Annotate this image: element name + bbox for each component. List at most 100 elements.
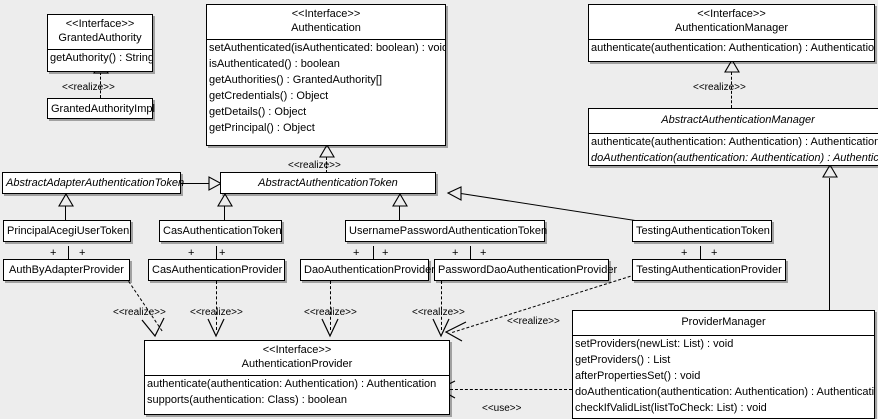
class-box-abstract-authentication-token[interactable]: AbstractAuthenticationToken — [220, 172, 436, 194]
generalization-triangle-adaptertoken — [58, 192, 74, 207]
divider-authentication-manager — [589, 39, 874, 40]
association-upat-daoprovider — [373, 246, 374, 260]
class-header-username-password-authentication-token: UsernamePasswordAuthenticationToken — [346, 221, 547, 243]
class-box-cas-authentication-provider[interactable]: CasAuthenticationProvider — [148, 259, 285, 281]
plus-castoken-left: + — [188, 247, 195, 259]
stereotype-authentication-provider: <<Interface>> — [262, 344, 332, 356]
open-arrow-realize-authbyadapter — [140, 314, 168, 342]
class-name-granted-authority: GrantedAuthority — [58, 32, 142, 44]
class-name-testing-authentication-token: TestingAuthenticationToken — [636, 225, 770, 237]
class-name-abstract-adapter-authentication-token: AbstractAdapterAuthenticationToken — [6, 177, 185, 189]
realization-daoauthenticationprovider — [330, 281, 331, 330]
members-authentication-manager: authenticate(authentication: Authenticat… — [589, 40, 874, 56]
generalization-triangle-abstracttoken-testing — [446, 185, 462, 201]
method-getcredentials: getCredentials() : Object — [209, 90, 329, 102]
divider-authentication — [207, 39, 445, 40]
class-box-abstract-authentication-manager[interactable]: AbstractAuthenticationManager authentica… — [588, 108, 878, 166]
class-box-granted-authority-impl[interactable]: GrantedAuthorityImpl — [47, 98, 155, 121]
divider-abstract-authentication-manager — [589, 133, 878, 134]
association-principalacegi-authbyadapter — [68, 246, 69, 260]
class-name-dao-authentication-provider: DaoAuthenticationProvider — [304, 264, 435, 276]
class-name-authentication-provider: AuthenticationProvider — [241, 358, 353, 370]
label-realize-testingauthenticationprovider: <<realize>> — [507, 316, 560, 327]
class-name-abstract-authentication-manager: AbstractAuthenticationManager — [661, 114, 815, 126]
class-box-authentication-provider[interactable]: <<Interface>> AuthenticationProvider aut… — [144, 340, 450, 415]
open-arrow-realize-passworddao — [428, 318, 456, 340]
generalization-triangle-authentication — [319, 143, 335, 158]
label-realize-abstractauthenticationmanager: <<realize>> — [693, 82, 746, 93]
generalization-principalacegi-line — [65, 205, 66, 220]
association-upat-passworddaoprovider — [470, 246, 471, 260]
divider-provider-manager — [573, 335, 874, 336]
realization-casauthenticationprovider — [216, 281, 217, 330]
class-name-principal-acegi-user-token: PrincipalAcegiUserToken — [7, 225, 130, 237]
class-header-granted-authority-impl: GrantedAuthorityImpl — [48, 99, 155, 121]
method-setproviders: setProviders(newList: List) : void — [575, 338, 734, 350]
members-granted-authority: getAuthority() : String — [48, 50, 152, 66]
method-getproviders: getProviders() : List — [575, 354, 671, 366]
generalization-triangle-authenticationmanager — [724, 58, 740, 73]
plus-testingtoken-left: + — [681, 247, 688, 259]
plus-upat-3: + — [452, 247, 459, 259]
generalization-triangle-abstractauthenticationtoken-left — [208, 176, 223, 191]
class-name-password-dao-authentication-provider: PasswordDaoAuthenticationProvider — [438, 264, 618, 276]
method-afterpropertiesset: afterPropertiesSet() : void — [575, 370, 701, 382]
plus-upat-4: + — [480, 247, 487, 259]
label-realize-daoauthenticationprovider: <<realize>> — [304, 307, 357, 318]
method-getauthorities: getAuthorities() : GrantedAuthority[] — [209, 74, 383, 86]
class-box-principal-acegi-user-token[interactable]: PrincipalAcegiUserToken — [3, 220, 131, 242]
plus-principalacegi-left: + — [50, 247, 57, 259]
realization-passworddaoauthenticationprovider — [441, 281, 442, 330]
label-realize-abstractauthenticationtoken: <<realize>> — [288, 160, 341, 171]
generalization-adaptertoken-line — [180, 183, 220, 184]
label-realize-authbyadapterprovider: <<realize>> — [113, 307, 166, 318]
class-name-auth-by-adapter-provider: AuthByAdapterProvider — [9, 264, 124, 276]
class-name-testing-authentication-provider: TestingAuthenticationProvider — [636, 264, 782, 276]
generalization-castoken-line — [224, 205, 225, 220]
class-box-username-password-authentication-token[interactable]: UsernamePasswordAuthenticationToken — [345, 220, 547, 243]
method-supports-provider: supports(authentication: Class) : boolea… — [147, 394, 347, 406]
class-name-provider-manager: ProviderManager — [681, 316, 766, 328]
plus-upat-1: + — [353, 247, 360, 259]
class-box-authentication-manager[interactable]: <<Interface>> AuthenticationManager auth… — [588, 4, 875, 62]
label-realize-grantedauthorityimpl: <<realize>> — [62, 82, 115, 93]
plus-principalacegi-right: + — [79, 247, 86, 259]
class-header-testing-authentication-token: TestingAuthenticationToken — [633, 221, 771, 243]
method-isauthenticated: isAuthenticated() : boolean — [209, 58, 340, 70]
stereotype-authentication: <<Interface>> — [291, 8, 361, 20]
dependency-providermanager-authenticationprovider — [450, 389, 572, 390]
class-box-abstract-adapter-authentication-token[interactable]: AbstractAdapterAuthenticationToken — [2, 172, 185, 194]
method-getdetails: getDetails() : Object — [209, 106, 307, 118]
class-box-granted-authority[interactable]: <<Interface>> GrantedAuthority getAuthor… — [47, 14, 153, 72]
divider-granted-authority — [48, 49, 152, 50]
method-getprincipal: getPrincipal() : Object — [209, 122, 315, 134]
generalization-triangle-abstracttoken-cas — [217, 192, 233, 207]
class-box-testing-authentication-token[interactable]: TestingAuthenticationToken — [632, 220, 772, 242]
class-header-abstract-authentication-token: AbstractAuthenticationToken — [221, 173, 435, 195]
class-header-provider-manager: ProviderManager — [573, 311, 874, 335]
class-box-cas-authentication-token[interactable]: CasAuthenticationToken — [159, 220, 282, 242]
method-checkifvalidlist: checkIfValidList(listToCheck: List) : vo… — [575, 402, 767, 414]
label-use-authenticationprovider: <<use>> — [482, 403, 522, 414]
class-box-dao-authentication-provider[interactable]: DaoAuthenticationProvider — [300, 259, 435, 281]
method-getauthority: getAuthority() : String — [50, 52, 152, 64]
members-authentication-provider: authenticate(authentication: Authenticat… — [145, 376, 449, 408]
class-header-testing-authentication-provider: TestingAuthenticationProvider — [633, 260, 785, 282]
plus-testingtoken-right: + — [711, 247, 718, 259]
members-authentication: setAuthenticated(isAuthenticated: boolea… — [207, 40, 445, 136]
class-header-authentication-manager: <<Interface>> AuthenticationManager — [589, 5, 874, 39]
class-name-abstract-authentication-token: AbstractAuthenticationToken — [258, 177, 398, 189]
label-realize-casauthenticationprovider: <<realize>> — [190, 307, 243, 318]
class-box-testing-authentication-provider[interactable]: TestingAuthenticationProvider — [632, 259, 786, 281]
class-header-authentication-provider: <<Interface>> AuthenticationProvider — [145, 341, 449, 375]
open-arrow-realize-dao — [317, 318, 345, 340]
method-doauthentication-provider-manager: doAuthentication(authentication: Authent… — [575, 386, 874, 398]
method-setauthenticated: setAuthenticated(isAuthenticated: boolea… — [209, 42, 445, 54]
realization-grantedauthorityimpl — [100, 72, 101, 98]
class-box-provider-manager[interactable]: ProviderManager setProviders(newList: Li… — [572, 310, 875, 419]
class-header-cas-authentication-provider: CasAuthenticationProvider — [149, 260, 284, 282]
class-box-authentication[interactable]: <<Interface>> Authentication setAuthenti… — [206, 4, 446, 146]
class-box-password-dao-authentication-provider[interactable]: PasswordDaoAuthenticationProvider — [434, 259, 618, 281]
class-box-auth-by-adapter-provider[interactable]: AuthByAdapterProvider — [3, 259, 130, 281]
